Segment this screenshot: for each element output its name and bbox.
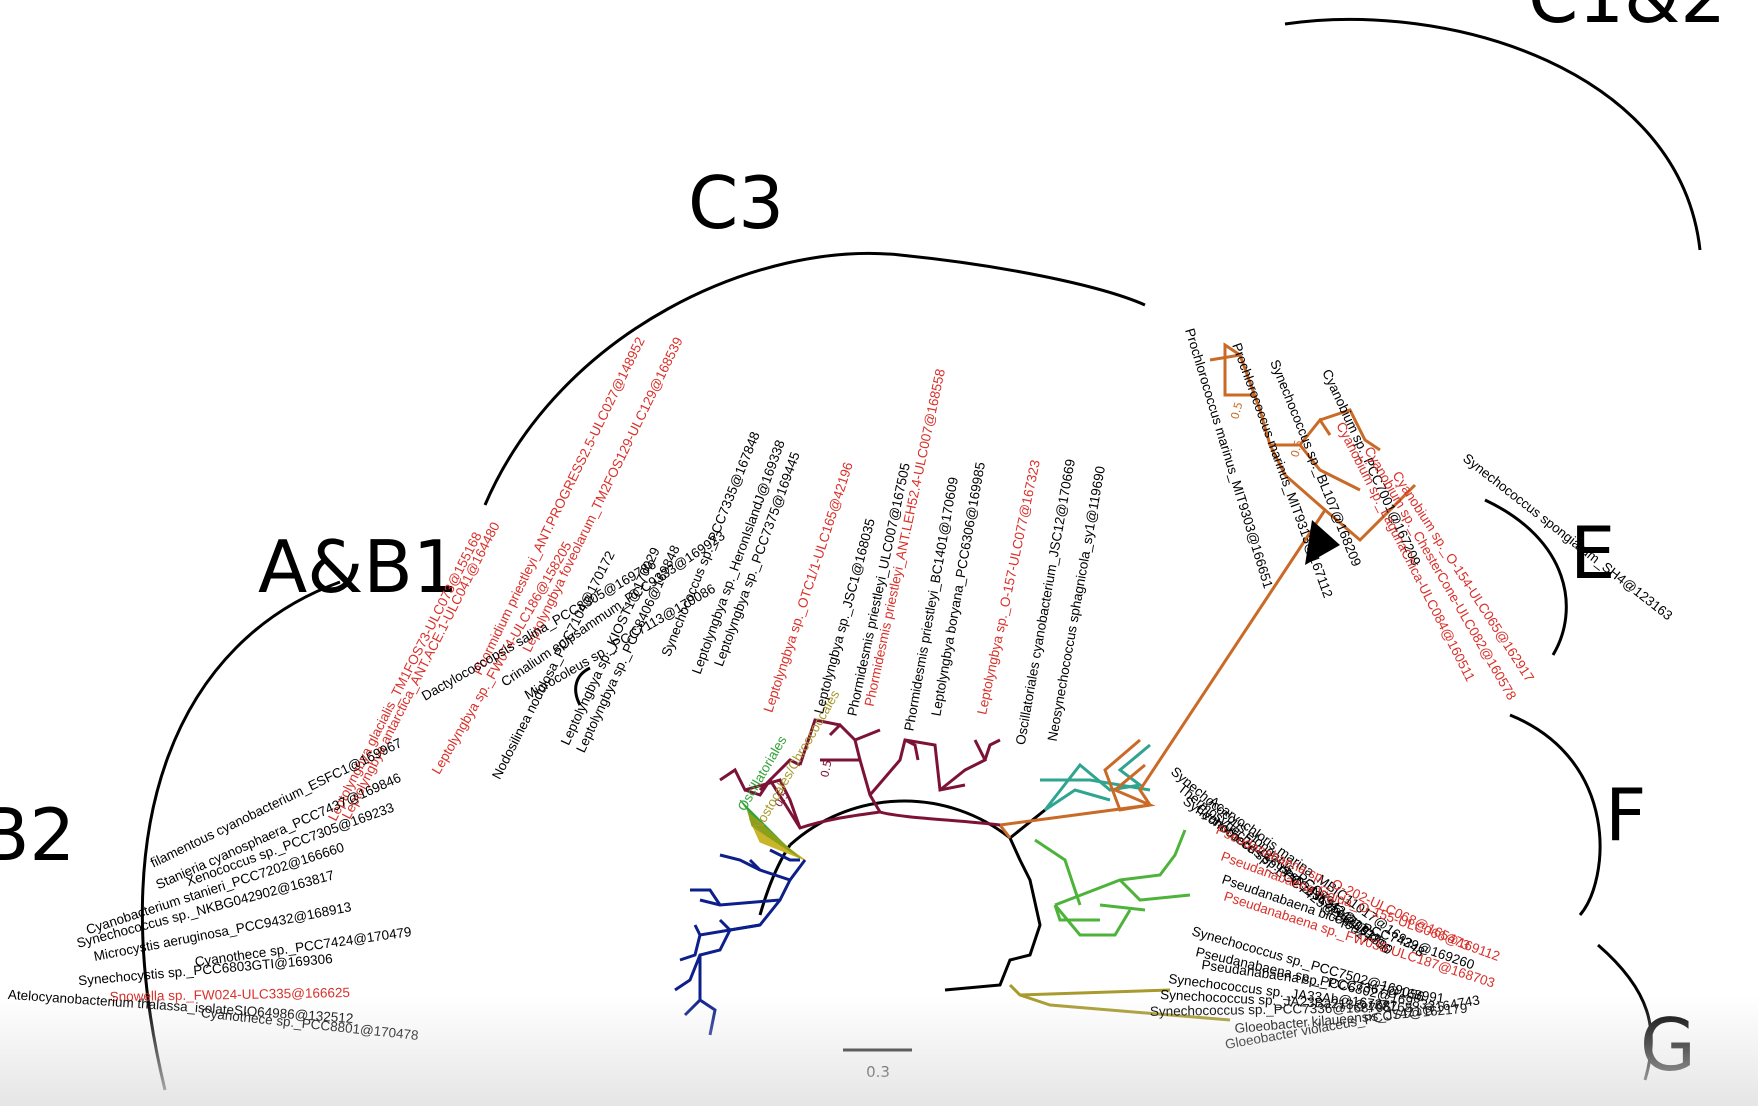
clade-label-c1c2: C1&2 <box>1528 0 1726 39</box>
clade-arc-c3 <box>483 251 1146 506</box>
leaf-label: Prochlorococcus marinus_MIT9303@166651 <box>1182 326 1276 590</box>
scale-bar-label: 0.3 <box>866 1063 890 1081</box>
collapsed-olive <box>747 810 801 859</box>
support-value: 0.5 <box>818 759 834 779</box>
branch-c1c2 <box>997 342 1417 839</box>
branch-c3 <box>719 718 1001 830</box>
support-value: 0.5 <box>1228 401 1245 421</box>
leaf-labels: Prochlorococcus marinus_MIT9303@166651Pr… <box>7 326 1675 1051</box>
clade-label-c3: C3 <box>688 161 784 245</box>
clade-arc-c1c2 <box>1284 17 1702 251</box>
leaf-label: Xenococcus sp._PCC7305@169233 <box>184 800 396 889</box>
leaf-label: Synechococcus spongiarum_SH4@123163 <box>1460 451 1675 624</box>
clade-arc-e <box>1484 498 1568 656</box>
bracket-collapsed <box>574 666 591 706</box>
branch-b2 <box>674 848 807 1036</box>
clade-label-g: G <box>1640 1003 1696 1087</box>
tree-backbone <box>758 743 1231 1022</box>
clade-arc-ab1 <box>140 580 341 1091</box>
clade-arc-f <box>1509 713 1602 916</box>
arrowhead-marker <box>1305 520 1340 565</box>
clade-label-b2: B2 <box>0 793 75 877</box>
support-value: 0.5 <box>1288 439 1305 459</box>
clade-label-e: E <box>1570 511 1616 595</box>
clade-label-f: F <box>1605 773 1646 857</box>
clade-label-ab1: A&B1 <box>258 525 459 609</box>
